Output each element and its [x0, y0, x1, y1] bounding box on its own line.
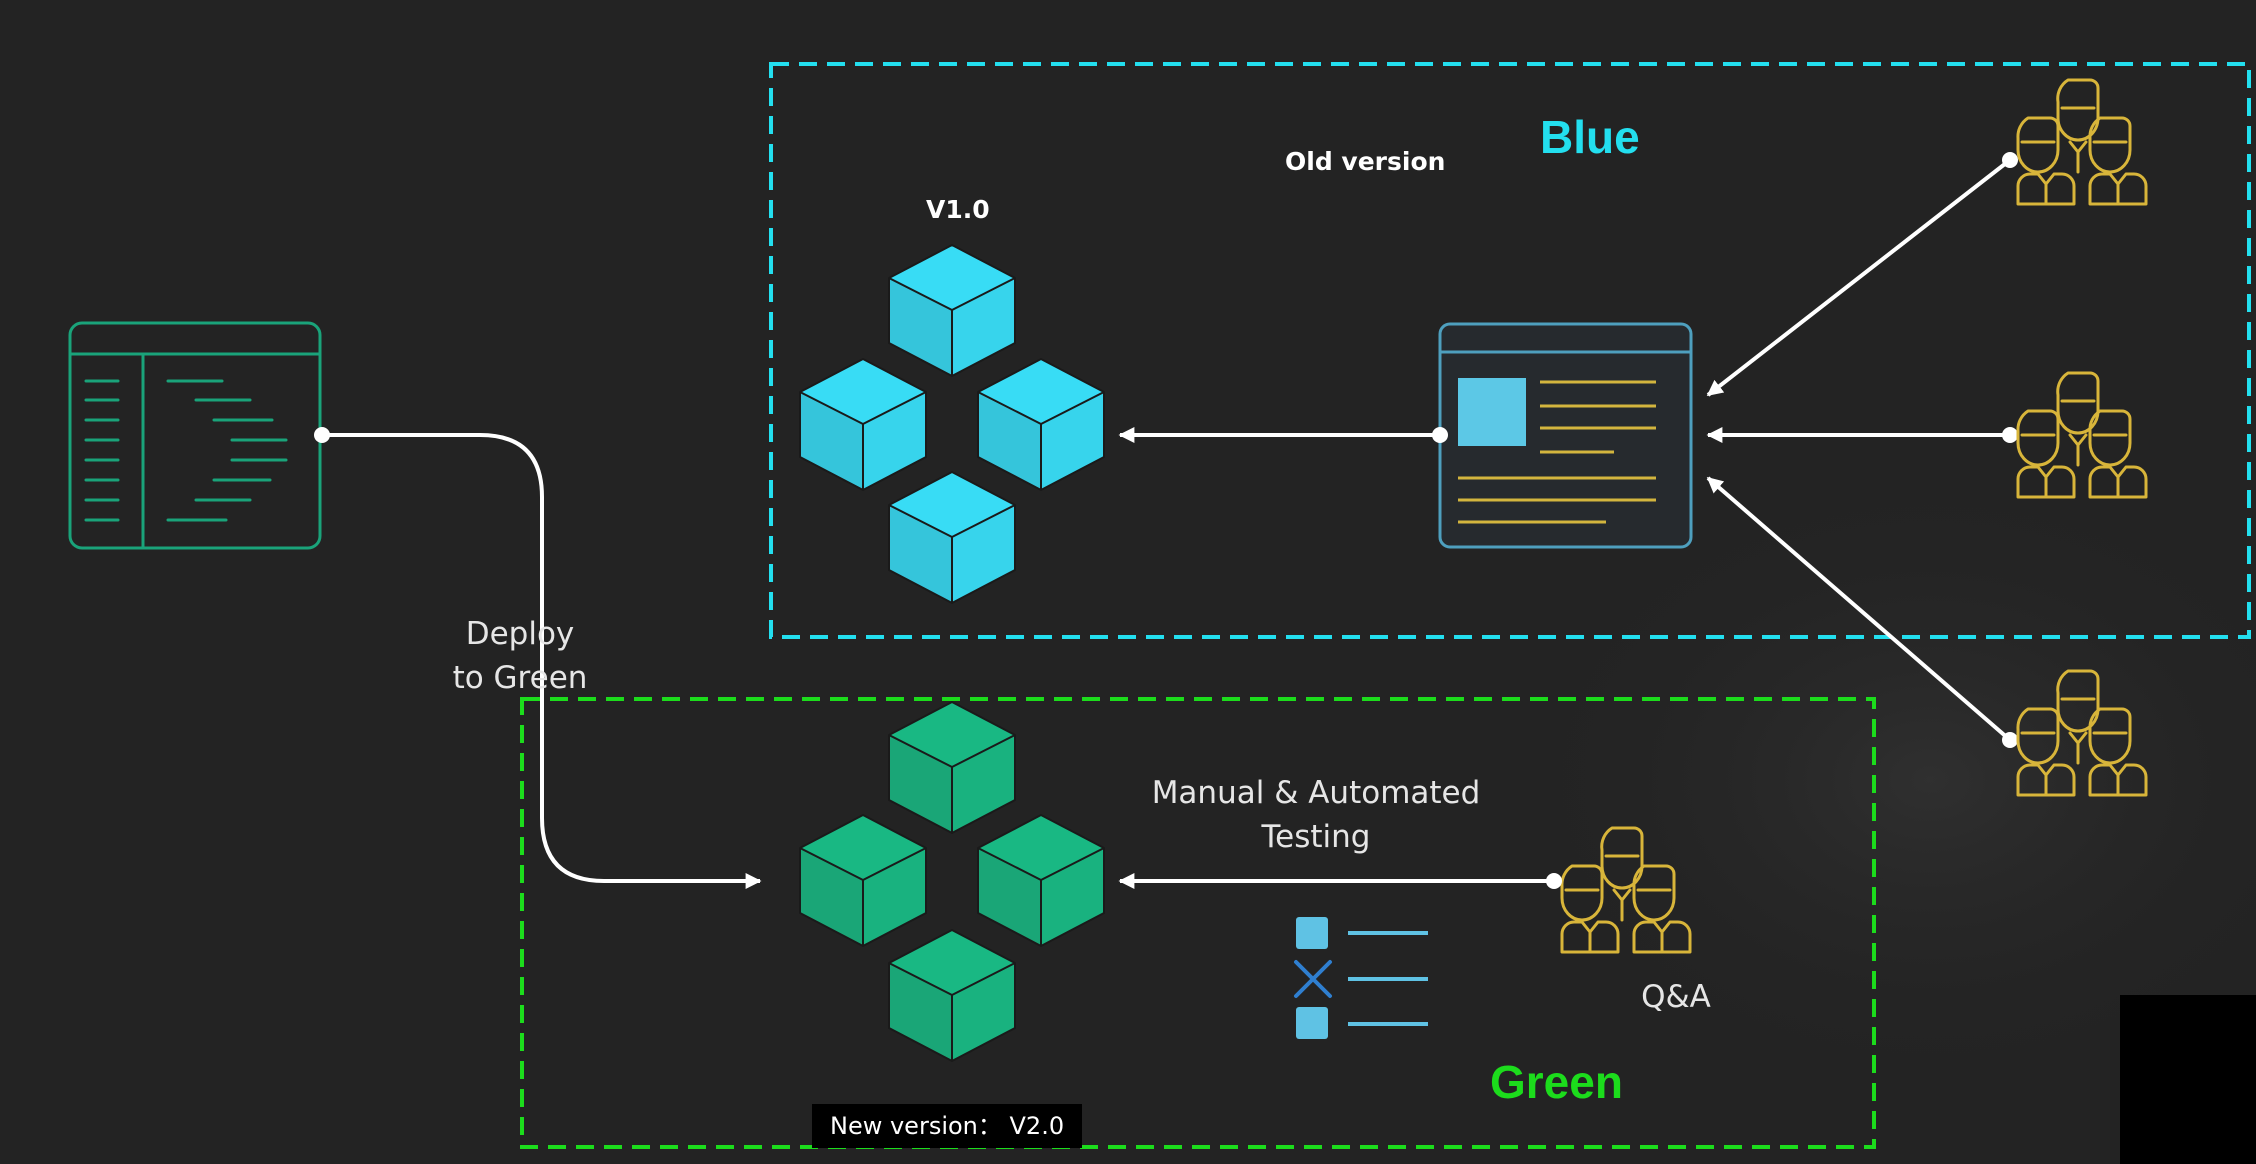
blue-cube-right [977, 358, 1105, 491]
qa-arrow-dot [1546, 873, 1562, 889]
code-editor-icon [68, 321, 322, 550]
deploy-label: Deploy to Green [452, 616, 588, 696]
users-bottom-arrow-dot [2002, 732, 2018, 748]
green-cube-right [977, 814, 1105, 947]
deploy-arrow [322, 433, 762, 889]
green-region [520, 697, 1876, 1149]
deploy-arrow-start-dot [314, 427, 330, 443]
corner-black-box [2120, 995, 2256, 1164]
blue-region [769, 62, 2251, 639]
testing-label: Manual & Automated Testing [1151, 775, 1481, 855]
blue-cube-cluster [799, 244, 1105, 604]
blue-cube-left [799, 358, 927, 491]
green-cube-cluster [799, 701, 1105, 1062]
blue-cube-bottom [888, 471, 1016, 604]
user-group-icon-top [2016, 78, 2148, 206]
blue-cube-top [888, 244, 1016, 377]
new-version-caption: New version： V2.0 [812, 1104, 1083, 1148]
users-top-arrow-dot [2002, 152, 2018, 168]
green-cube-left [799, 814, 927, 947]
web-page-icon [1438, 322, 1693, 549]
users-bottom-arrow [1706, 476, 2012, 742]
users-middle-arrow-dot [2002, 427, 2018, 443]
green-cube-top [888, 701, 1016, 834]
green-region-title: Green [1490, 1056, 1623, 1108]
green-cube-bottom [888, 929, 1016, 1062]
webpage-arrow-dot [1432, 427, 1448, 443]
qa-label: Q&A [1641, 979, 1711, 1015]
users-top-arrow [1706, 158, 2012, 397]
old-version-label: Old version [1285, 147, 1446, 176]
blue-version-label: V1.0 [926, 195, 990, 224]
test-checklist-icon [1294, 917, 1428, 1039]
blue-region-title: Blue [1540, 111, 1640, 163]
